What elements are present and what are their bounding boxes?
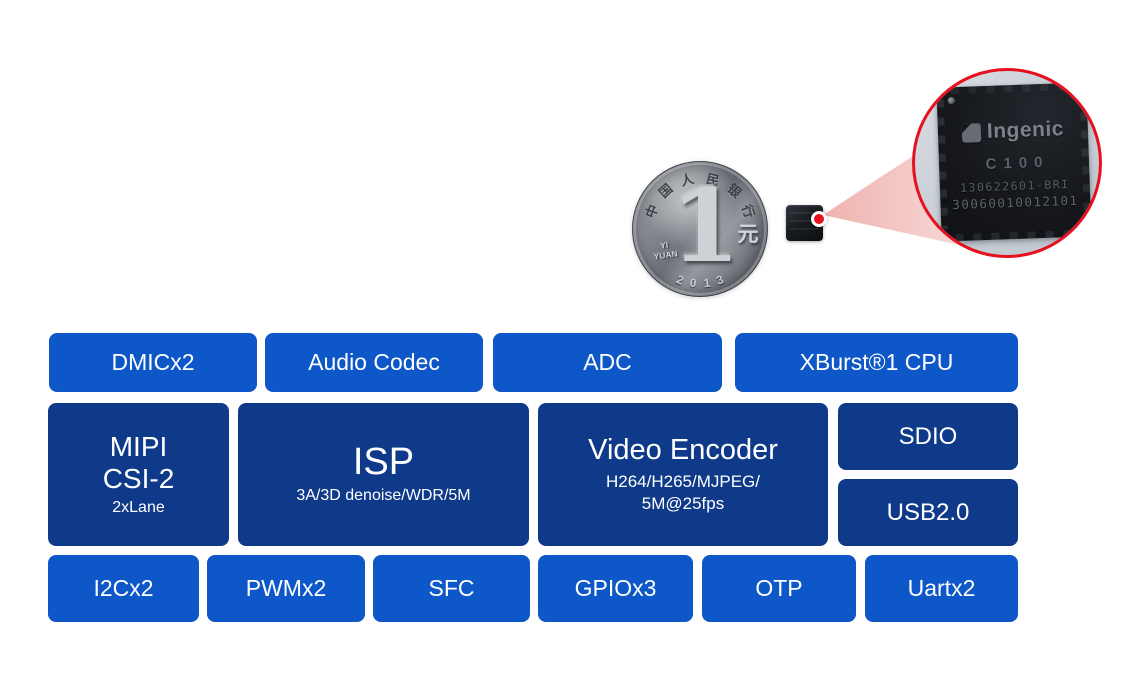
- block-otp: OTP: [702, 555, 856, 622]
- block-usb: USB2.0: [838, 479, 1018, 546]
- block-dmic: DMICx2: [49, 333, 257, 392]
- block-label: Audio Codec: [308, 349, 440, 376]
- block-label: USB2.0: [886, 498, 970, 526]
- chip-marking-line2: 30060010012101: [952, 192, 1079, 213]
- magnified-chip: Ingenic C100 130622601-BRI 3006001001210…: [936, 82, 1092, 242]
- magnifier-circle: Ingenic C100 130622601-BRI 3006001001210…: [912, 68, 1102, 258]
- block-sfc: SFC: [373, 555, 530, 622]
- chip-model: C100: [985, 153, 1050, 173]
- chip-location-dot: [811, 211, 827, 227]
- block-label: CSI-2: [102, 463, 175, 495]
- chip-brand-row: Ingenic: [961, 117, 1065, 145]
- block-label: XBurst®1 CPU: [799, 349, 954, 376]
- block-label: PWMx2: [245, 575, 327, 602]
- block-label: MIPI: [109, 431, 168, 463]
- block-label: I2Cx2: [93, 575, 154, 602]
- block-label: ISP: [352, 441, 415, 484]
- block-label: SDIO: [898, 422, 958, 450]
- block-video-encoder: Video Encoder H264/H265/MJPEG/ 5M@25fps: [538, 403, 828, 546]
- block-pwm: PWMx2: [207, 555, 365, 622]
- block-xburst-cpu: XBurst®1 CPU: [735, 333, 1018, 392]
- chip-pads-top: [950, 82, 1073, 95]
- chip-brand: Ingenic: [986, 117, 1065, 143]
- block-i2c: I2Cx2: [48, 555, 199, 622]
- block-mipi-csi2: MIPI CSI-2 2xLane: [48, 403, 229, 546]
- block-label: OTP: [755, 575, 803, 602]
- block-label: ADC: [583, 349, 632, 376]
- chip-pads-bottom: [955, 229, 1078, 242]
- coin-denomination: 1: [670, 166, 741, 285]
- coin-yuan-symbol: 元: [737, 223, 759, 246]
- block-label: Video Encoder: [588, 434, 778, 467]
- block-subtitle: 3A/3D denoise/WDR/5M: [296, 487, 471, 505]
- block-audio-codec: Audio Codec: [265, 333, 483, 392]
- block-gpio: GPIOx3: [538, 555, 693, 622]
- block-label: SFC: [428, 575, 475, 602]
- block-subtitle: H264/H265/MJPEG/: [605, 471, 760, 491]
- pin1-marker: [947, 97, 955, 105]
- block-subtitle: 5M@25fps: [641, 493, 725, 513]
- block-adc: ADC: [493, 333, 722, 392]
- block-sdio: SDIO: [838, 403, 1018, 470]
- block-label: DMICx2: [111, 349, 195, 376]
- block-subtitle: 2xLane: [112, 499, 165, 517]
- chip-marking-line1: 130622601-BRI: [959, 177, 1070, 195]
- block-isp: ISP 3A/3D denoise/WDR/5M: [238, 403, 529, 546]
- block-uart: Uartx2: [865, 555, 1018, 622]
- ingenic-logo-icon: [961, 122, 982, 143]
- chip-pads-left: [936, 99, 949, 230]
- block-label: GPIOx3: [574, 575, 657, 602]
- block-label: Uartx2: [907, 575, 976, 602]
